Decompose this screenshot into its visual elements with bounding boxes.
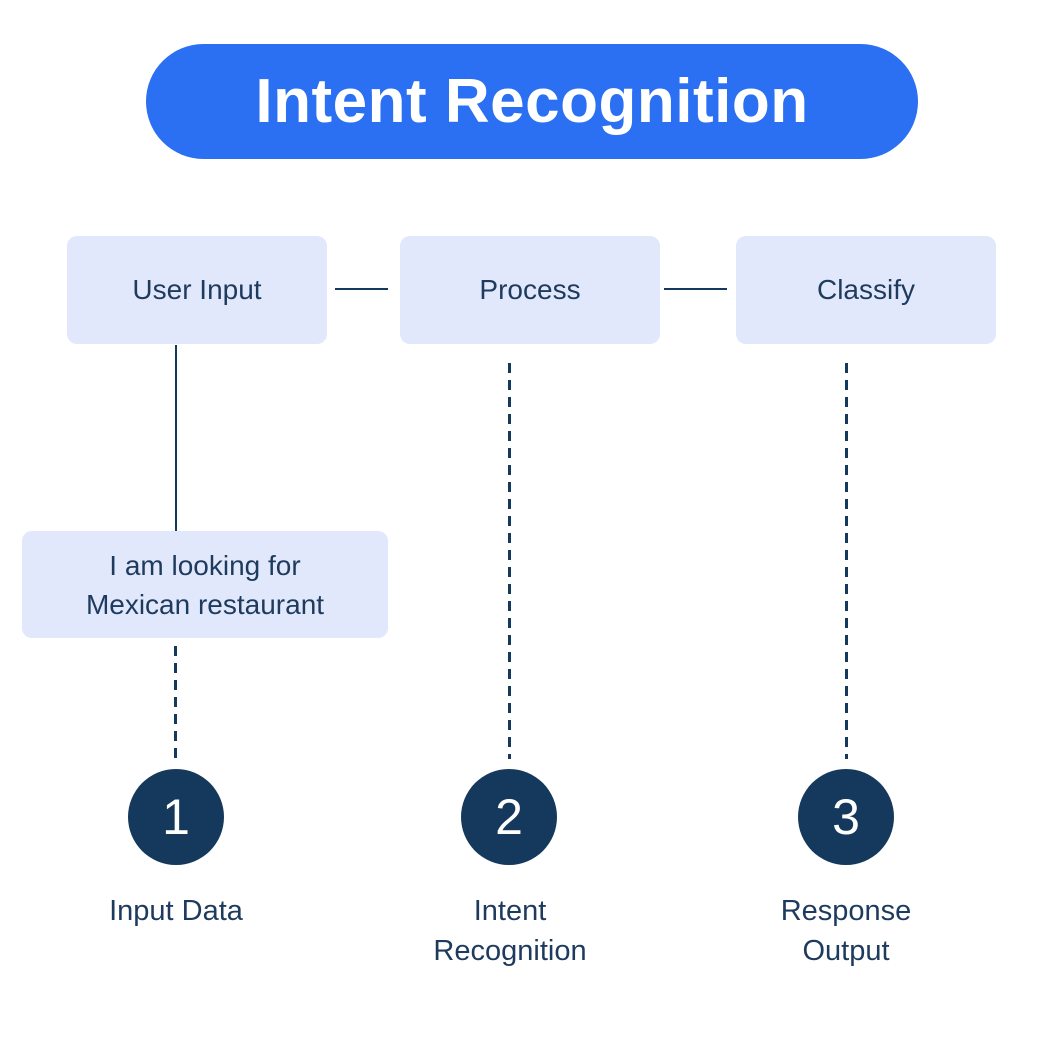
dashed-connector-intent-recognition — [508, 363, 511, 759]
flow-node-classify: Classify — [736, 236, 996, 344]
flow-node-user-input: User Input — [67, 236, 327, 344]
dashed-connector-input-data — [174, 646, 177, 764]
flow-node-label: Classify — [816, 274, 915, 305]
example-utterance-box: I am looking for Mexican restaurant — [22, 531, 388, 638]
diagram-title: Intent Recognition — [255, 67, 809, 136]
step-number: 3 — [832, 789, 860, 845]
connector-process-classify — [664, 288, 727, 290]
step-circle-2: 2 — [461, 769, 557, 865]
dashed-connector-response-output — [845, 363, 848, 759]
step-circle-3: 3 — [798, 769, 894, 865]
step-label-response-output: Response Output — [780, 895, 912, 967]
step-number: 2 — [495, 789, 523, 845]
step-label-input-data: Input Data — [109, 895, 243, 927]
step-circle-1: 1 — [128, 769, 224, 865]
example-utterance-text: I am looking for Mexican restaurant — [85, 549, 325, 620]
step-number: 1 — [162, 789, 190, 845]
flow-node-label: User Input — [132, 274, 262, 305]
title-pill: Intent Recognition — [146, 44, 918, 159]
connector-user-input-process — [335, 288, 388, 290]
step-label-intent-recognition: Intent Recognition — [433, 895, 587, 967]
flow-node-label: Process — [479, 274, 581, 305]
flow-node-process: Process — [400, 236, 660, 344]
connector-user-input-example — [175, 345, 177, 531]
